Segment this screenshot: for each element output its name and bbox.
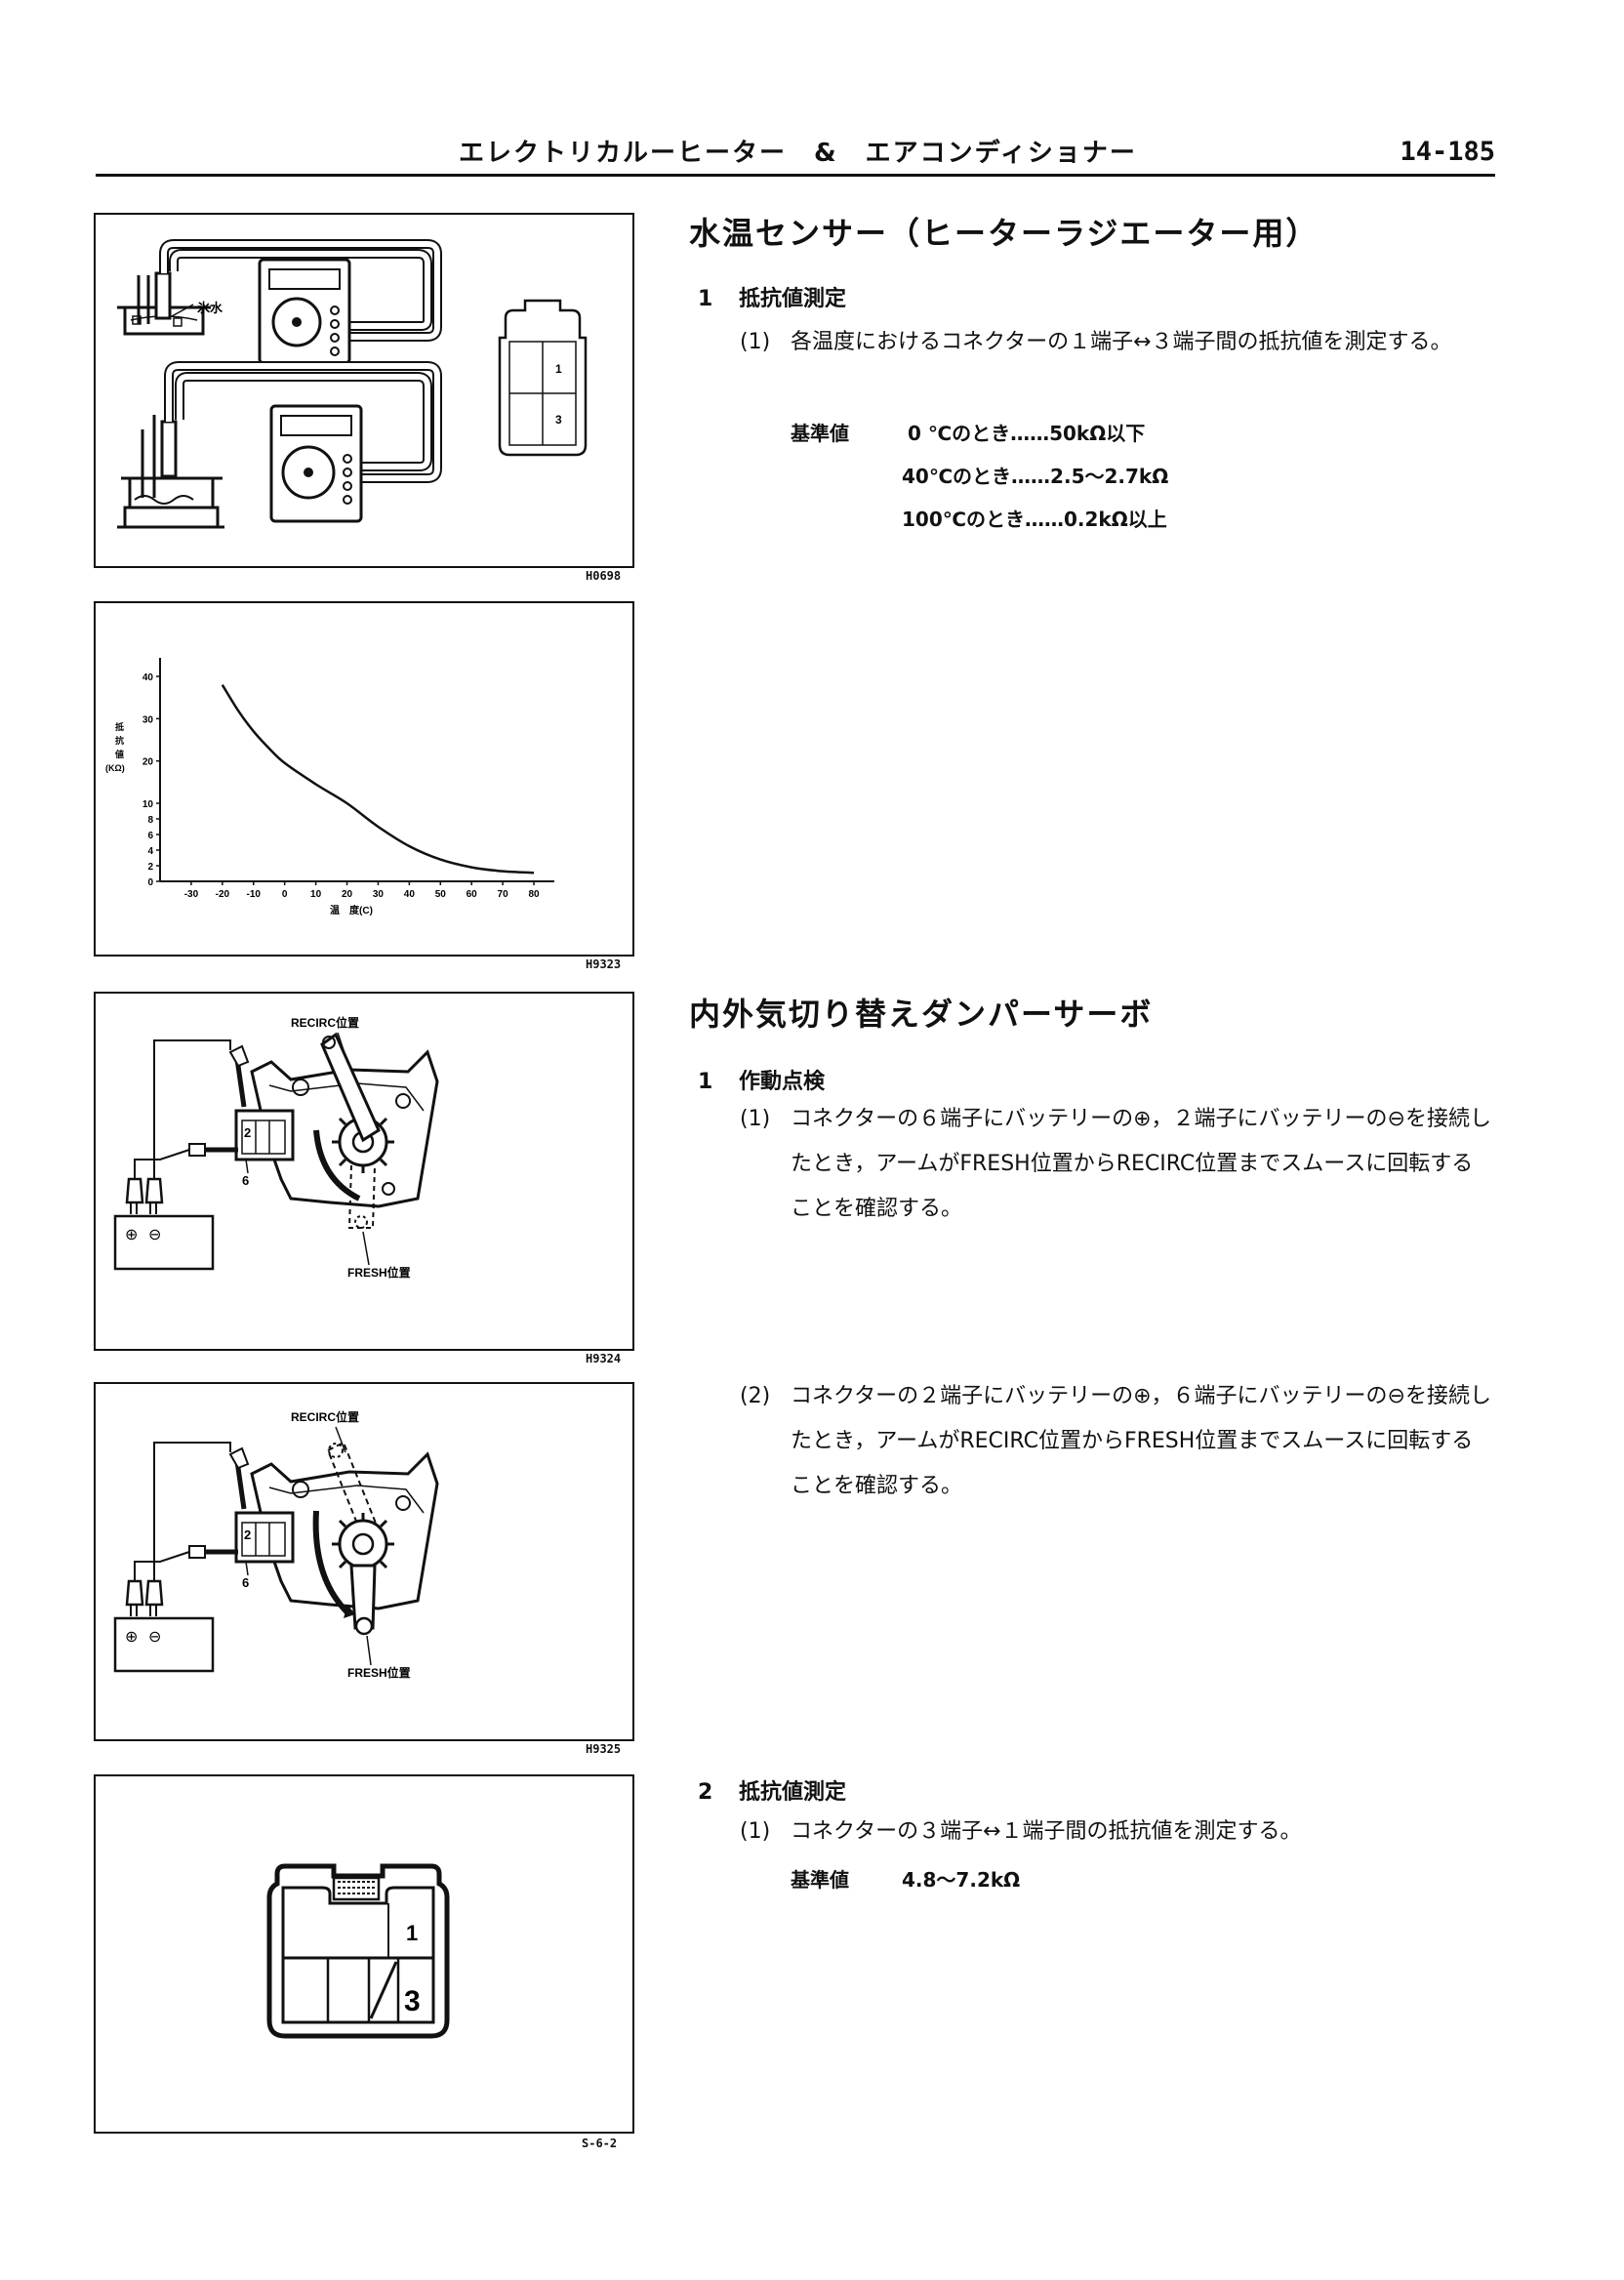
y-tick-label: 20 [142,757,154,768]
figure-code: S-6-2 [582,2137,618,2150]
ylabel-unit: (KΩ) [105,763,125,773]
y-tick-label: 4 [147,846,153,857]
figure-servo-test-1: RECIRC位置 FRESH位置 2 6 [94,992,634,1351]
figure-connector: 1 3 [94,1774,634,2134]
x-tick-label: 40 [404,889,416,900]
x-tick-label: -20 [216,889,230,900]
chart-xlabel: 温 度(C) [330,904,373,916]
figure-code: H9325 [586,1742,622,1756]
x-tick-label: 60 [467,889,478,900]
battery-plus: ⊕ [125,1629,138,1646]
figure-servo-test-2: RECIRC位置 FRESH位置 2 6 [94,1382,634,1741]
ylabel-char: 抗 [115,735,124,746]
ice-water-label: 氷水 [197,301,223,315]
y-tick-label: 0 [147,877,153,888]
recirc-label: RECIRC位置 [291,1015,359,1030]
header-title: エレクトリカルーヒーター & エアコンディショナー [459,139,1137,168]
fresh-label: FRESH位置 [347,1665,411,1680]
x-tick-label: 80 [528,889,540,900]
series-line [221,684,535,875]
recirc-label: RECIRC位置 [291,1409,359,1424]
connector-terminal-3: 3 [555,413,562,427]
connector-terminal-3: 3 [404,1985,421,2017]
chart-ylabel: 抵抗値 (KΩ) [105,721,125,773]
terminal-6-label: 6 [242,1173,249,1188]
battery-plus: ⊕ [125,1227,138,1243]
y-tick-label: 6 [147,831,153,841]
y-tick-label: 8 [147,815,153,826]
figure-code: H9323 [586,957,622,971]
step-item: (1) コネクターの６端子にバッテリーの⊕，２端子にバッテリーの⊖を接続したとき… [740,1107,1491,1221]
spec-value: 0 ℃のとき……50kΩ以下 [908,422,1146,445]
page-number: 14-185 [1400,137,1495,167]
battery-minus: ⊖ [148,1227,161,1243]
battery-minus: ⊖ [148,1629,161,1646]
ylabel-char: 抵 [115,721,124,732]
terminal-6-label: 6 [242,1575,249,1590]
figure-sensor-test: 氷水 [94,213,634,568]
connector-terminal-1: 1 [555,362,562,376]
header-rule [96,174,1495,177]
y-tick-label: 10 [142,799,154,810]
y-tick-label: 40 [142,672,154,683]
spec-label: 基準値 [791,1868,849,1892]
step-item: (2) コネクターの２端子にバッテリーの⊕，６端子にバッテリーの⊖を接続したとき… [740,1384,1491,1498]
x-tick-label: 20 [342,889,353,900]
spec-label: 基準値 [791,422,849,445]
step-item: (1) 各温度におけるコネクターの１端子↔３端子間の抵抗値を測定する。 [740,330,1452,354]
x-tick-label: 30 [373,889,385,900]
x-tick-label: 70 [498,889,509,900]
terminal-2-label: 2 [244,1527,251,1542]
spec-value: 100℃のとき……0.2kΩ以上 [902,508,1167,531]
section-title: 内外気切り替えダンパーサーボ [689,996,1154,1033]
figure-code: H0698 [586,569,622,583]
y-tick-label: 2 [147,862,153,873]
x-tick-label: 10 [310,889,322,900]
x-tick-label: 50 [435,889,447,900]
connector-terminal-1: 1 [406,1921,418,1945]
fresh-label: FRESH位置 [347,1265,411,1280]
section-title: 水温センサー（ヒーターラジエーター用） [689,215,1320,252]
x-tick-label: -30 [184,889,199,900]
figure-code: H9324 [586,1352,622,1365]
spec-value: 4.8～7.2kΩ [902,1868,1021,1892]
ylabel-char: 値 [114,749,124,759]
spec-value: 40℃のとき……2.5～2.7kΩ [902,465,1169,488]
step-item: (1) コネクターの３端子↔１端子間の抵抗値を測定する。 [740,1819,1302,1844]
terminal-2-label: 2 [244,1125,251,1140]
x-tick-label: -10 [247,889,262,900]
x-tick-label: 0 [282,889,288,900]
y-tick-label: 30 [142,714,154,725]
